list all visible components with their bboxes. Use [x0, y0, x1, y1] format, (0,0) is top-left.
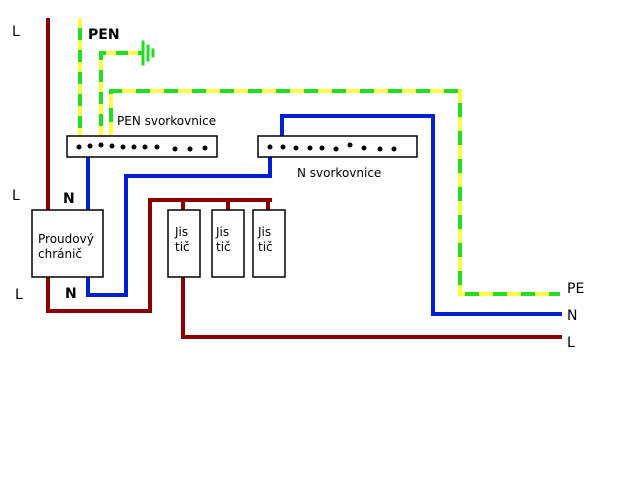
label-n-terminal: N svorkovnice [297, 166, 381, 180]
phase-wires [46, 18, 562, 339]
breaker-2-label-line1: Jis [215, 225, 229, 239]
n-terminal-block [257, 135, 418, 158]
neutral-wire-output [280, 114, 562, 316]
breaker-1-label-line1: Jis [174, 225, 188, 239]
label-pen-terminal: PEN svorkovnice [117, 114, 216, 128]
breaker-2-label-line2: tič [216, 240, 231, 254]
phase-wire-output [181, 275, 562, 339]
label-pe-out: PE [567, 281, 584, 297]
protective-wires [78, 18, 560, 296]
breaker-3-label-line2: tič [258, 240, 273, 254]
neutral-wire-rcd-to-terminal [86, 155, 272, 297]
label-l-top: L [12, 24, 20, 40]
breaker-2: Jis tič [211, 209, 245, 278]
rcd-box: Proudový chránič [31, 209, 104, 278]
breaker-3: Jis tič [252, 209, 286, 278]
pen-terminal-block [66, 135, 218, 158]
breaker-3-label-line1: Jis [257, 225, 271, 239]
label-n-out: N [567, 308, 577, 324]
phase-wire-rcd-to-bus [46, 198, 272, 313]
label-n-rcd-out: N [65, 286, 77, 302]
label-l-out: L [567, 335, 575, 351]
rcd-label-line2: chránič [38, 247, 82, 261]
rcd-label-line1: Proudový [38, 232, 94, 246]
n-terminal-screws [267, 142, 397, 152]
label-l-low: L [15, 287, 23, 303]
neutral-wires [86, 114, 562, 316]
ground-symbol-icon [141, 40, 155, 66]
label-pen-top: PEN [88, 27, 120, 43]
pe-wire-output-stripe [109, 89, 560, 296]
breaker-1: Jis tič [167, 209, 201, 278]
breaker-1-label-line2: tič [175, 240, 190, 254]
pen-wire-ground-stripe [99, 51, 143, 136]
label-n-rcd-in: N [63, 191, 75, 207]
pen-terminal-screws [76, 142, 208, 152]
label-l-mid: L [12, 188, 20, 204]
